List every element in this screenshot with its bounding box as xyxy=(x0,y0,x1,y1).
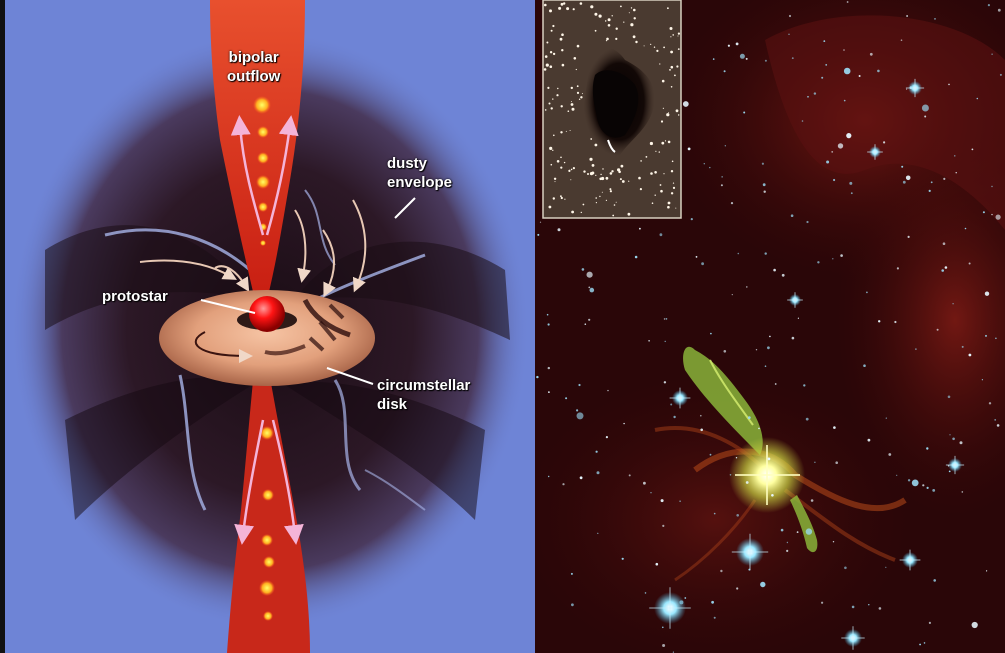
label-bipolar-outflow: bipolar outflow xyxy=(227,48,280,86)
label-dusty-envelope: dusty envelope xyxy=(387,154,452,192)
infrared-photo xyxy=(535,0,1005,653)
diagram-illustration xyxy=(5,0,535,653)
inset-photo xyxy=(543,0,681,218)
protostar-shape xyxy=(249,296,285,332)
nebula-photo xyxy=(535,0,1005,653)
label-protostar: protostar xyxy=(102,287,168,306)
protostar-diagram: bipolar outflow dusty envelope protostar… xyxy=(0,0,535,653)
label-circumstellar-disk: circumstellar disk xyxy=(377,376,470,414)
